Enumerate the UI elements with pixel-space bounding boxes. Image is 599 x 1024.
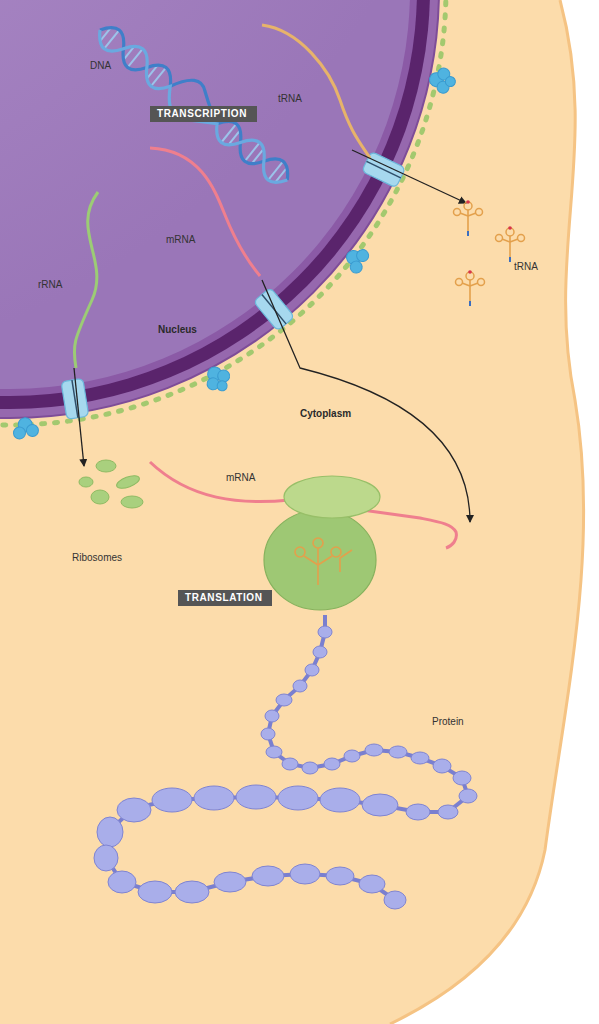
part-label: tRNA bbox=[514, 261, 538, 273]
process-box: TRANSCRIPTION bbox=[150, 106, 257, 122]
protein-chain bbox=[94, 615, 477, 909]
mrna-strand bbox=[150, 148, 260, 276]
process-title: TRANSLATION bbox=[185, 592, 265, 604]
ribosome bbox=[264, 476, 380, 610]
part-label: mRNA bbox=[166, 234, 195, 246]
rrna-strand bbox=[74, 192, 98, 368]
part-label: Ribosomes bbox=[72, 552, 122, 564]
part-label: rRNA bbox=[38, 279, 62, 291]
dna-helix bbox=[88, 13, 301, 195]
part-label: tRNA bbox=[278, 93, 302, 105]
envelope-ribosomes bbox=[13, 65, 458, 439]
transport-arrows bbox=[74, 150, 470, 522]
part-label: DNA bbox=[90, 60, 111, 72]
nucleus bbox=[0, 0, 446, 425]
region-label: Nucleus bbox=[158, 324, 197, 336]
cell-exterior bbox=[390, 0, 599, 1024]
part-label: Protein bbox=[432, 716, 464, 728]
region-label: Cytoplasm bbox=[300, 408, 351, 420]
process-title: TRANSCRIPTION bbox=[157, 108, 250, 120]
cell-membrane bbox=[390, 0, 584, 1024]
trna-strand bbox=[262, 25, 370, 158]
part-label: mRNA bbox=[226, 472, 255, 484]
nuclear-pores bbox=[61, 151, 405, 419]
process-box: TRANSLATION bbox=[178, 590, 272, 606]
trna-molecules bbox=[454, 200, 525, 306]
ribosome-pieces bbox=[79, 460, 143, 508]
